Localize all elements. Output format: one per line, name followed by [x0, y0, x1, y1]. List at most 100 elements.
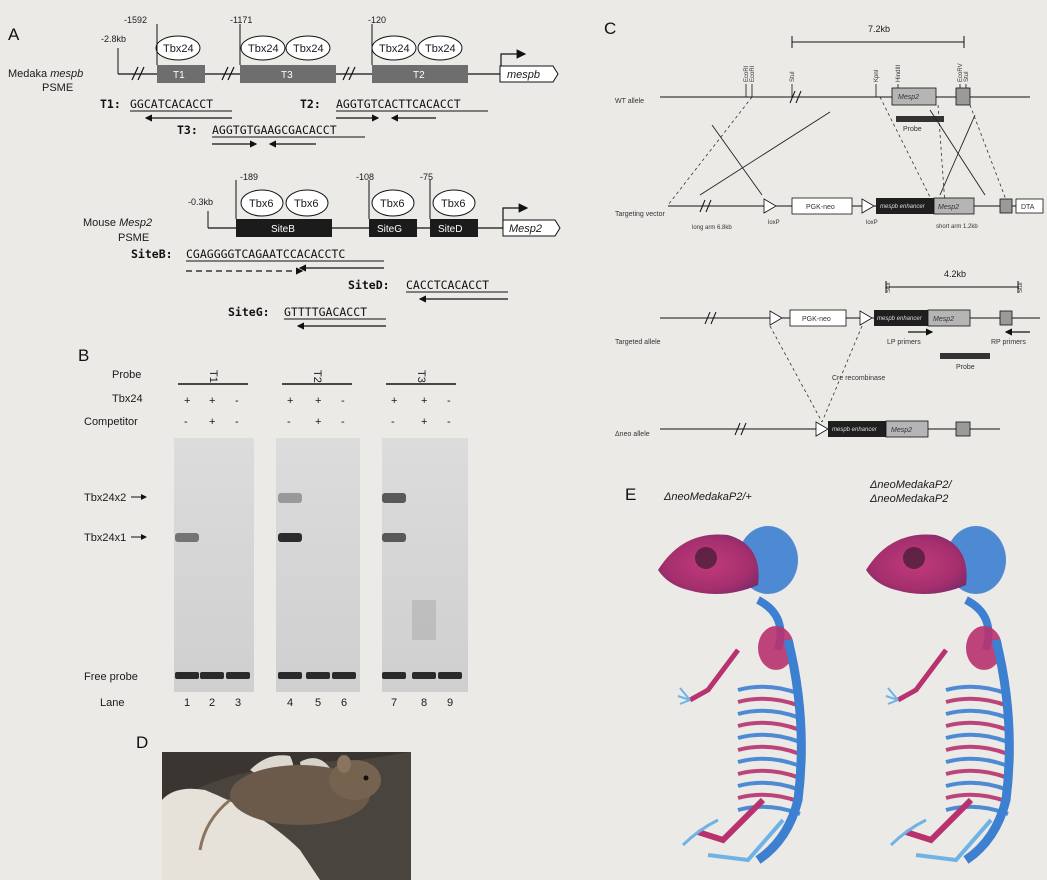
mouse-site-d-label: SiteD	[438, 224, 462, 235]
cre-label: Cre recombinase	[832, 375, 885, 382]
rp-primers-label: RP primers	[991, 339, 1026, 346]
panel-e: E ΔneoMedakaP2/+ ΔneoMedakaP2/ ΔneoMedak…	[625, 479, 1009, 860]
row-probe-label: Probe	[112, 369, 141, 381]
mouse-position: -189	[240, 172, 258, 182]
targeting-vector-label: Targeting vector	[615, 211, 665, 218]
competitor-sign: -	[287, 416, 291, 428]
seq-siteg-label: SiteG:	[228, 305, 270, 319]
free-probe-band	[306, 672, 330, 679]
medaka-label: Medaka mespb	[8, 68, 83, 80]
restriction-site-label: KpnI	[874, 69, 880, 82]
seq-t2: AGGTGTCACTTCACACCT	[336, 97, 461, 111]
tv-pgk-neo-label: PGK-neo	[806, 204, 835, 211]
tbx24-sign: -	[447, 395, 451, 407]
free-probe-band	[332, 672, 356, 679]
band-label-dimer: Tbx24x2	[84, 492, 126, 504]
competitor-sign: +	[315, 416, 321, 428]
targeted-stui-label: StuI	[886, 282, 892, 293]
lp-primers-label: LP primers	[887, 339, 921, 346]
tbx24-sign: +	[391, 395, 397, 407]
competitor-sign: -	[447, 416, 451, 428]
long-arm-label: long arm 6.8kb	[692, 225, 732, 231]
size-mid-label: 4.2kb	[944, 269, 966, 279]
dneo-enhancer-label: mespb enhancer	[832, 427, 878, 433]
monomer-band	[278, 533, 302, 542]
medaka-position: -1171	[230, 15, 252, 25]
targeted-mesp2-label: Mesp2	[933, 316, 954, 323]
seq-sited-label: SiteD:	[348, 278, 390, 292]
tv-mesp2-label: Mesp2	[938, 204, 959, 211]
wt-allele-label: WT allele	[615, 98, 644, 105]
monomer-band	[175, 533, 199, 542]
competitor-sign: -	[184, 416, 188, 428]
competitor-sign: -	[391, 416, 395, 428]
short-arm-label: short arm 1.2kb	[936, 224, 978, 230]
restriction-site-label: EcoRI	[750, 65, 756, 82]
panel-d: D	[136, 733, 411, 880]
tbx24-sign: +	[315, 395, 321, 407]
free-probe-band	[226, 672, 250, 679]
lane-label: Lane	[100, 697, 124, 709]
tbx24-oval-label: Tbx24	[425, 43, 456, 55]
lane-number: 3	[235, 697, 241, 709]
panel-b: B Probe Tbx24 Competitor T1 T2 T3 ++-++-…	[78, 346, 468, 709]
lane-number: 8	[421, 697, 427, 709]
tbx6-oval-label: Tbx6	[441, 198, 465, 210]
lane-number: 9	[447, 697, 453, 709]
lane-numbers: 123456789	[184, 697, 453, 709]
panel-d-label: D	[136, 733, 148, 752]
tbx24-oval-label: Tbx24	[293, 43, 324, 55]
targeted-enhancer-label: mespb enhancer	[877, 316, 923, 322]
mouse-position: -108	[356, 172, 374, 182]
mouse-position: -75	[420, 172, 433, 182]
lane-number: 2	[209, 697, 215, 709]
tbx24-sign: +	[184, 395, 190, 407]
wt-mesp2-label: Mesp2	[898, 94, 919, 101]
medaka-psme-label: PSME	[42, 82, 73, 94]
loxp-label: loxP	[866, 220, 878, 226]
seq-t3: AGGTGTGAAGCGACACCT	[212, 123, 337, 137]
tbx6-oval-label: Tbx6	[249, 198, 273, 210]
competitor-sign: -	[235, 416, 239, 428]
loxp-triangle	[764, 199, 776, 213]
competitor-sign: +	[209, 416, 215, 428]
smear	[412, 600, 436, 640]
panel-e-label: E	[625, 485, 636, 504]
probe-label-t1: T1	[207, 370, 219, 383]
mouse-psme-label: PSME	[118, 232, 149, 244]
restriction-site-label: HindIII	[896, 64, 902, 82]
tbx24-oval-label: Tbx24	[379, 43, 410, 55]
skeleton-stain-heterozygous	[658, 526, 801, 860]
lane-number: 5	[315, 697, 321, 709]
seq-t3-label: T3:	[177, 123, 198, 137]
tbx6-oval-label: Tbx6	[294, 198, 318, 210]
panel-c-label: C	[604, 19, 616, 38]
row-tbx24-label: Tbx24	[112, 393, 143, 405]
lane-number: 6	[341, 697, 347, 709]
seq-t2-label: T2:	[300, 97, 321, 111]
mouse-upstream-label: -0.3kb	[188, 197, 213, 207]
tbx24-sign: +	[209, 395, 215, 407]
free-probe-band	[175, 672, 199, 679]
loxp-label: loxP	[768, 220, 780, 226]
lane-number: 1	[184, 697, 190, 709]
dta-label: DTA	[1021, 204, 1035, 211]
medaka-gene-label: mespb	[507, 69, 540, 81]
mouse-site-b-label: SiteB	[271, 224, 295, 235]
targeted-allele-label: Targeted allele	[615, 339, 661, 346]
tbx6-oval-label: Tbx6	[380, 198, 404, 210]
targeted-pgk-neo-label: PGK-neo	[802, 316, 831, 323]
free-probe-band	[382, 672, 406, 679]
tbx24-oval-label: Tbx24	[163, 43, 194, 55]
genotype-left: ΔneoMedakaP2/+	[663, 491, 752, 503]
competitor-sign: -	[341, 416, 345, 428]
size-top-label: 7.2kb	[868, 24, 890, 34]
tbx24-sign: -	[341, 395, 345, 407]
lane-number: 7	[391, 697, 397, 709]
mouse-tbx6-ovals	[241, 190, 475, 216]
panel-b-label: B	[78, 346, 89, 365]
tbx24-oval-label: Tbx24	[248, 43, 279, 55]
dimer-band	[382, 493, 406, 503]
